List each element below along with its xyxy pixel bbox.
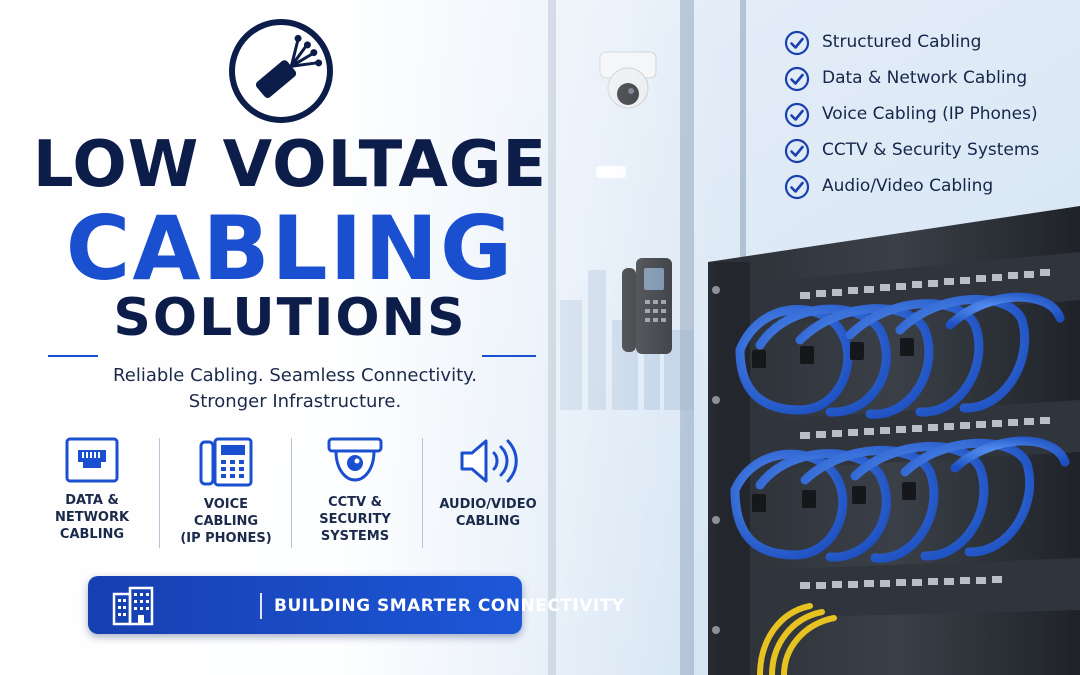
check-circle-icon xyxy=(784,66,810,92)
checklist-label: Voice Cabling (IP Phones) xyxy=(822,104,1038,124)
service-audio-video: AUDIO/VIDEO CABLING xyxy=(422,436,554,554)
title-line-1: LOW VOLTAGE xyxy=(32,128,548,202)
title-line-2: CABLING xyxy=(65,197,515,300)
banner-divider xyxy=(260,593,262,619)
service-label: AUDIO/VIDEO CABLING xyxy=(439,497,537,529)
service-checklist: Structured Cabling Data & Network Cablin… xyxy=(784,28,1074,208)
checklist-item: Audio/Video Cabling xyxy=(784,172,1074,208)
service-cctv: CCTV & SECURITY SYSTEMS xyxy=(289,436,421,554)
building-icon xyxy=(112,586,154,626)
fiber-optic-cable-icon xyxy=(229,19,333,123)
title-rule-right xyxy=(482,355,536,357)
check-circle-icon xyxy=(784,138,810,164)
service-label: CCTV & SECURITY SYSTEMS xyxy=(319,495,391,544)
checklist-item: CCTV & Security Systems xyxy=(784,136,1074,172)
title-line-3: SOLUTIONS xyxy=(113,288,467,348)
checklist-label: CCTV & Security Systems xyxy=(822,140,1040,160)
ethernet-port-icon xyxy=(65,437,119,483)
check-circle-icon xyxy=(784,30,810,56)
service-label: DATA & NETWORK CABLING xyxy=(54,493,130,542)
service-data-network: DATA & NETWORK CABLING xyxy=(26,436,158,554)
service-divider xyxy=(159,438,160,548)
check-circle-icon xyxy=(784,102,810,128)
desk-phone-icon xyxy=(199,437,253,487)
cta-banner: BUILDING SMARTER CONNECTIVITY xyxy=(88,576,624,634)
tagline-line-1: Reliable Cabling. Seamless Connectivity. xyxy=(113,365,477,386)
checklist-item: Voice Cabling (IP Phones) xyxy=(784,100,1074,136)
check-circle-icon xyxy=(784,174,810,200)
service-voice: VOICE CABLING (IP PHONES) xyxy=(160,436,292,554)
tagline-line-2: Stronger Infrastructure. xyxy=(188,391,402,412)
service-divider xyxy=(291,438,292,548)
speaker-icon xyxy=(460,439,518,483)
checklist-item: Data & Network Cabling xyxy=(784,64,1074,100)
service-divider xyxy=(422,438,423,548)
security-camera-icon xyxy=(327,437,383,482)
checklist-label: Audio/Video Cabling xyxy=(822,176,994,196)
service-label: VOICE CABLING (IP PHONES) xyxy=(180,497,272,546)
banner-text: BUILDING SMARTER CONNECTIVITY xyxy=(274,596,625,616)
background-fade xyxy=(0,0,720,675)
checklist-item: Structured Cabling xyxy=(784,28,1074,64)
title-rule-left xyxy=(48,355,98,357)
checklist-label: Structured Cabling xyxy=(822,32,982,52)
checklist-label: Data & Network Cabling xyxy=(822,68,1028,88)
